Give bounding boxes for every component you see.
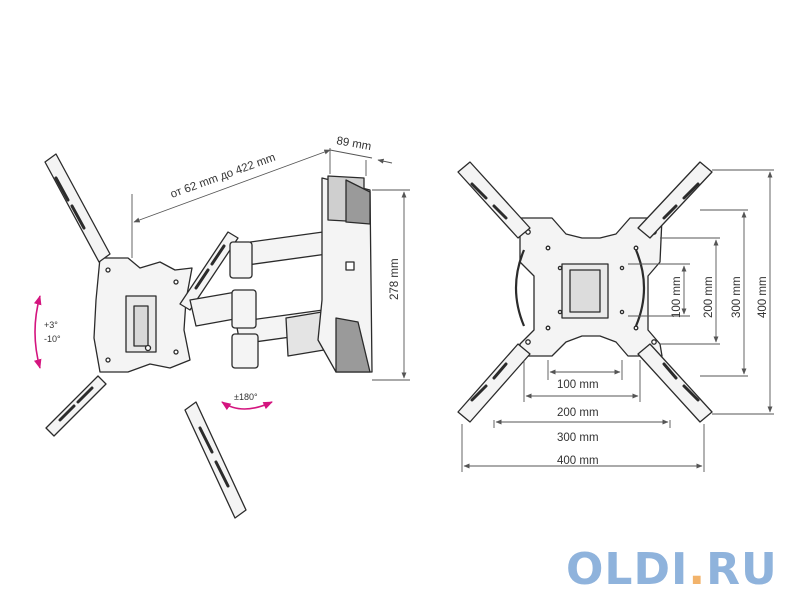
watermark-logo: OLDI.RU: [566, 544, 778, 595]
rail-bottom-left: [45, 375, 107, 437]
vesa-v-300-label: 300 mm: [731, 276, 743, 318]
rail-top-right: [179, 231, 239, 311]
vesa-v-200-label: 200 mm: [703, 276, 715, 318]
front-rail-bottom-left: [457, 343, 531, 423]
tilt-down-label: -10°: [44, 334, 61, 344]
side-dimensions: [131, 148, 410, 381]
tilt-up-label: +3°: [44, 320, 58, 330]
front-rail-top-left: [457, 161, 531, 239]
depth-dimension-label: 89 mm: [335, 135, 372, 153]
front-rail-top-right: [637, 161, 713, 239]
watermark-part2: RU: [706, 544, 778, 595]
mounting-plate: [93, 257, 193, 373]
vesa-h-100-label: 100 mm: [557, 379, 599, 391]
watermark-part1: OLDI: [566, 544, 688, 595]
rail-top-left: [44, 153, 111, 263]
watermark-dot: .: [688, 544, 706, 595]
front-rail-bottom-right: [637, 343, 713, 423]
front-dimensions: [461, 169, 774, 472]
rail-bottom-right: [184, 401, 247, 519]
vesa-h-300-label: 300 mm: [557, 432, 599, 444]
svg-text:OLDI.RU: OLDI.RU: [566, 544, 778, 595]
vesa-h-200-label: 200 mm: [557, 407, 599, 419]
front-curved-brackets: [514, 249, 646, 327]
front-view: [457, 161, 713, 423]
swivel-indicator: ±180°: [221, 392, 273, 411]
reach-dimension-label: от 62 mm до 422 mm: [169, 152, 277, 201]
height-dimension-label: 278 mm: [389, 258, 401, 300]
vesa-h-400-label: 400 mm: [557, 455, 599, 467]
front-mounting-plate: [519, 217, 663, 357]
tilt-indicator: +3° -10°: [33, 295, 61, 369]
wall-plate: [317, 175, 373, 373]
vesa-v-100-label: 100 mm: [671, 276, 683, 318]
side-view: [44, 153, 373, 519]
swivel-label: ±180°: [234, 392, 258, 402]
vesa-v-400-label: 400 mm: [757, 276, 769, 318]
